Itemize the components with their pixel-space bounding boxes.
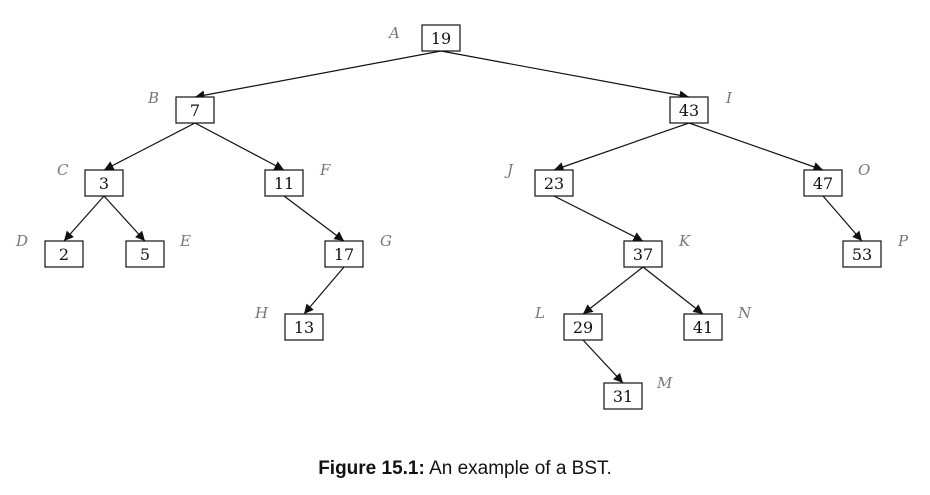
node-value: 19 <box>431 29 451 48</box>
node-K: 37 K <box>623 232 691 268</box>
node-letter: L <box>534 304 545 322</box>
node-value: 43 <box>679 101 699 120</box>
node-value: 41 <box>693 318 713 337</box>
node-letter: J <box>504 161 514 179</box>
edge-O-P <box>822 195 863 242</box>
node-F: 11 F <box>264 161 331 197</box>
node-box <box>563 313 603 341</box>
node-box <box>284 313 324 341</box>
node-P: 53 P <box>842 232 909 268</box>
node-L: 29 L <box>534 304 603 341</box>
caption-label: Figure 15.1: <box>318 458 425 479</box>
node-D: 2D <box>15 232 84 268</box>
node-box <box>534 169 574 197</box>
node-box <box>803 169 843 197</box>
edge-G-H <box>303 266 345 315</box>
node-box <box>175 96 215 124</box>
node-letter: G <box>380 232 392 250</box>
node-letter: N <box>737 304 752 322</box>
edge-B-F <box>194 122 285 171</box>
node-letter: K <box>678 232 691 250</box>
node-value: 13 <box>294 318 314 337</box>
node-box <box>125 240 165 268</box>
node-letter: P <box>897 232 909 250</box>
node-N: 41 N <box>683 304 752 341</box>
edge-C-E <box>103 195 146 242</box>
node-box <box>421 24 461 52</box>
node-box <box>669 96 709 124</box>
node-value: 37 <box>633 245 653 264</box>
edge-F-G <box>283 195 345 242</box>
node-G: 17 G <box>324 232 392 268</box>
edge-I-O <box>688 122 824 172</box>
node-letter: D <box>15 232 28 250</box>
node-value: 11 <box>274 174 294 193</box>
node-value: 7 <box>190 101 200 120</box>
node-letter: B <box>147 89 159 107</box>
node-letter: C <box>57 161 69 179</box>
bst-diagram: 19A7B3C2D5E11F17G13H43I23J37K29L31M41N47… <box>15 24 909 410</box>
node-letter: I <box>725 89 733 107</box>
node-box <box>842 240 882 268</box>
node-A: 19 A <box>387 24 461 52</box>
node-box <box>683 313 723 341</box>
nodes-layer: 19A7B3C2D5E11F17G13H43I23J37K29L31M41N47… <box>15 24 909 410</box>
node-letter: H <box>254 304 269 322</box>
node-H: 13 H <box>254 304 324 341</box>
node-box <box>84 169 124 197</box>
node-letter: M <box>656 374 673 392</box>
edges-layer <box>63 50 863 384</box>
node-value: 31 <box>613 387 633 406</box>
node-letter: O <box>858 161 870 179</box>
node-C: 3C <box>57 161 124 197</box>
edge-A-B <box>194 50 442 100</box>
node-value: 23 <box>544 174 564 193</box>
edge-B-C <box>103 122 196 171</box>
node-value: 53 <box>852 245 872 264</box>
node-value: 2 <box>59 245 69 264</box>
figure-caption: Figure 15.1: An example of a BST. <box>0 458 930 480</box>
node-value: 5 <box>140 245 150 264</box>
node-E: 5E <box>125 232 191 268</box>
node-value: 29 <box>573 318 593 337</box>
node-M: 31 M <box>603 374 673 410</box>
caption-text: An example of a BST. <box>429 458 612 479</box>
edge-J-K <box>553 195 644 242</box>
edge-I-J <box>553 122 690 172</box>
node-O: 47 O <box>803 161 870 197</box>
edge-L-M <box>582 339 624 384</box>
node-B: 7B <box>147 89 215 124</box>
node-value: 47 <box>813 174 833 193</box>
edge-K-N <box>642 266 704 315</box>
node-letter: F <box>319 161 331 179</box>
node-value: 17 <box>334 245 354 264</box>
node-letter: A <box>387 24 400 42</box>
node-box <box>623 240 663 268</box>
node-value: 3 <box>99 174 109 193</box>
node-box <box>44 240 84 268</box>
node-J: 23 J <box>504 161 574 197</box>
node-letter: E <box>179 232 191 250</box>
node-box <box>324 240 364 268</box>
node-box <box>603 382 643 410</box>
edge-A-I <box>440 50 690 100</box>
edge-K-L <box>582 266 644 315</box>
edge-C-D <box>63 195 105 242</box>
node-I: 43 I <box>669 89 733 124</box>
node-box <box>264 169 304 197</box>
